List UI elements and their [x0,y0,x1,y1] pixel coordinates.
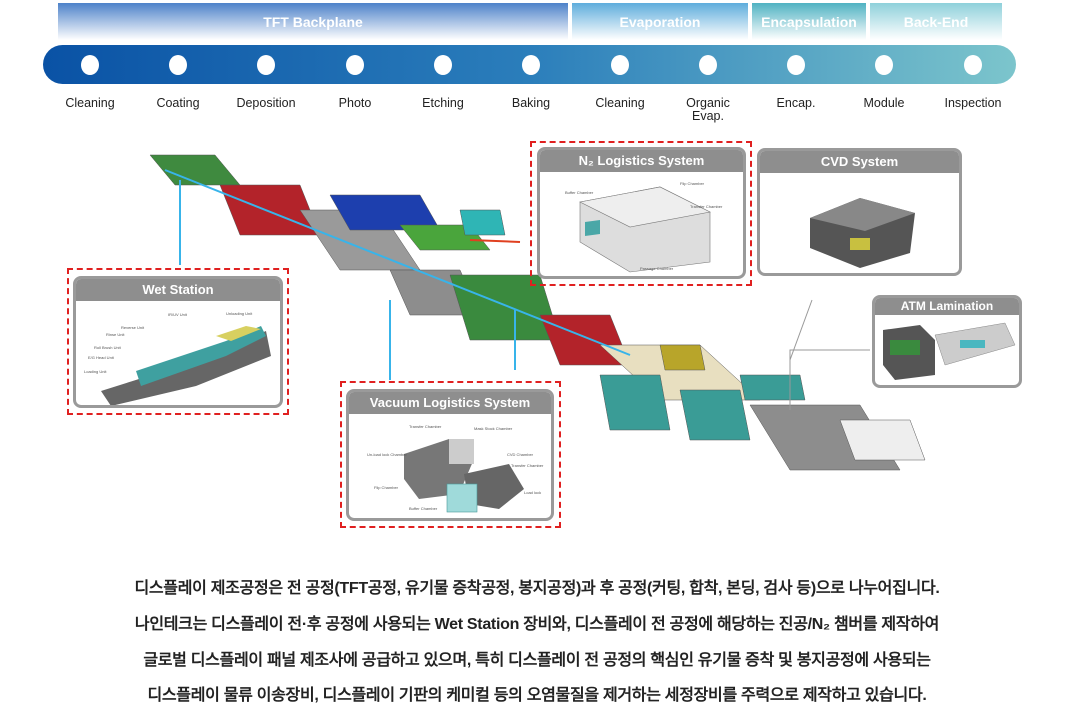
vac-label: Un-load lock Chamber [367,452,407,457]
vacuum-logistics-card: Vacuum Logistics System Transfer Chamber… [346,389,554,521]
vac-label: CVD Chamber [507,452,534,457]
step-dot [81,55,99,75]
step-label: Etching [422,96,464,110]
atm-lamination-title: ATM Lamination [875,298,1019,315]
wet-label: Roll Brush Unit [94,345,122,350]
step-label: Organic Evap. [686,96,730,123]
wet-station-highlight [67,268,289,415]
step-dot [964,55,982,75]
atm-lamination-card: ATM Lamination [872,295,1022,388]
wet-label: IR/UV Unit [168,312,188,317]
step-label: Baking [511,96,551,110]
wet-label: Loading Unit [84,369,107,374]
n2-logistics-highlight [530,141,752,286]
description-line-1: 디스플레이 제조공정은 전 공정(TFT공정, 유기물 증착공정, 봉지공정)과… [134,580,940,597]
step-label: Cleaning [65,96,115,110]
wet-station-card: Wet Station Loading Unit E/G Head Unit R… [73,276,283,408]
phase-evaporation: Evaporation [572,3,748,40]
description-line-4: 디스플레이 물류 이송장비, 디스플레이 기판의 케미컬 등의 오염물질을 제거… [147,687,927,704]
step-dot [787,55,805,75]
vacuum-logistics-title: Vacuum Logistics System [349,392,551,414]
step-label: Deposition [236,96,296,110]
vac-label: Flip Chamber [374,485,399,490]
step-dot [346,55,364,75]
step-dot [875,55,893,75]
wet-label: Unloading Unit [226,311,253,316]
vac-label: Load lock [524,490,541,495]
wet-label: E/G Head Unit [88,355,115,360]
step-label: Inspection [944,96,1002,110]
step-label: Module [863,96,905,110]
step-label: Cleaning [595,96,645,110]
step-dot [522,55,540,75]
n2-label: Transfer Chamber [690,204,723,209]
step-label: Encap. [776,96,816,110]
n2-label: Passage Chamber [640,266,674,271]
wet-label: Rinse Unit [106,332,125,337]
vac-label: Buffer Chamber [409,506,438,511]
phase-back-end: Back-End [870,3,1002,40]
n2-logistics-card: N₂ Logistics System Buffer Chamber Flip … [537,147,746,279]
production-line-illustration [149,154,926,471]
n2-label: Buffer Chamber [565,190,594,195]
description-line-3: 글로벌 디스플레이 패널 제조사에 공급하고 있으며, 특히 디스플레이 전 공… [143,652,931,669]
step-dot [699,55,717,75]
n2-label: Flip Chamber [680,181,705,186]
process-timeline-bar [43,45,1016,84]
phase-encapsulation: Encapsulation [752,3,866,40]
phase-tft-backplane: TFT Backplane [58,3,568,40]
cvd-system-card: CVD System [757,148,962,276]
vac-label: Transfer Chamber [511,463,544,468]
description-line-2: 나인테크는 디스플레이 전·후 공정에 사용되는 Wet Station 장비와… [134,616,940,633]
step-dot [257,55,275,75]
n2-logistics-title: N₂ Logistics System [540,150,743,172]
vac-label: Transfer Chamber [409,424,442,429]
cvd-system-title: CVD System [760,151,959,173]
wet-label: Reverse Unit [121,325,145,330]
vac-label: Mask Stock Chamber [474,426,513,431]
step-dot [611,55,629,75]
step-dot [434,55,452,75]
wet-station-title: Wet Station [76,279,280,301]
step-dot [169,55,187,75]
step-label: Photo [338,96,372,110]
vacuum-logistics-highlight [340,381,561,528]
step-label: Coating [156,96,200,110]
